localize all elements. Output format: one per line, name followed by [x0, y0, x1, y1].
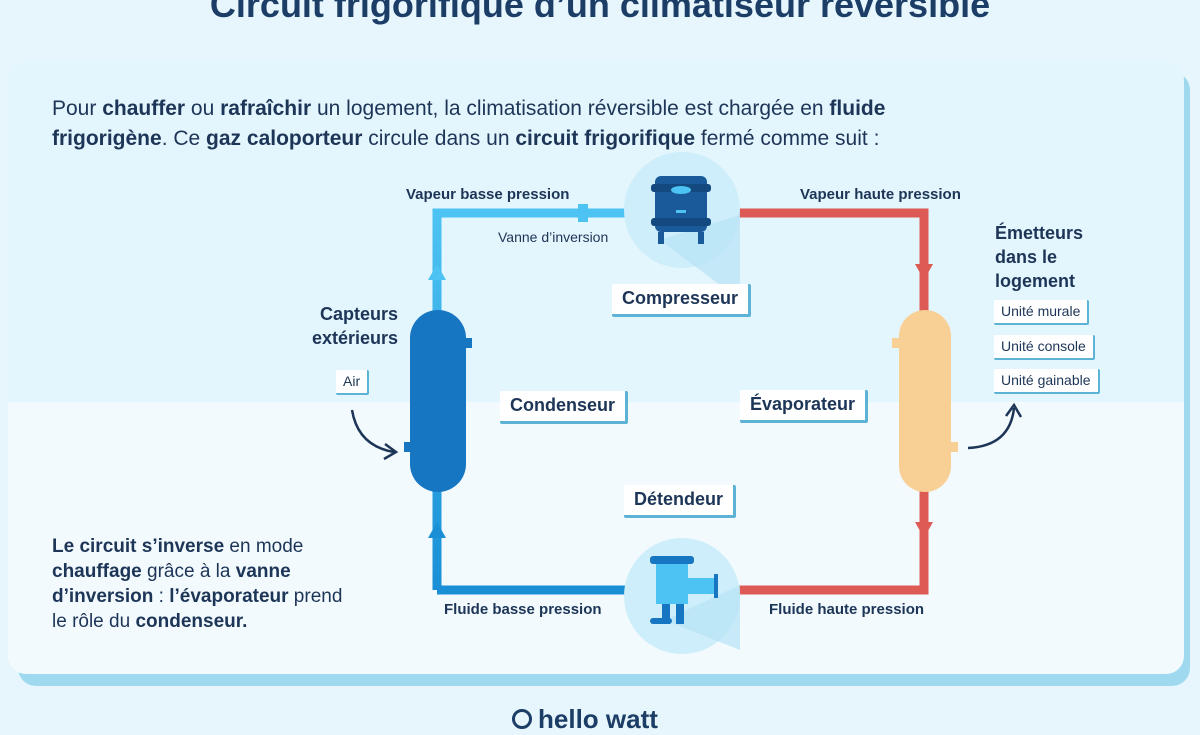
emit-out-arrow-head — [1004, 402, 1023, 418]
chip-air: Air — [336, 370, 370, 395]
chip-unite-gainable: Unité gainable — [994, 369, 1100, 394]
heading-capteurs-exterieurs: Capteurs extérieurs — [311, 304, 398, 348]
intro-text: Pour chauffer ou rafraîchir un logement,… — [52, 97, 886, 150]
brand-logo: hello watt — [512, 704, 658, 734]
expander-icon — [624, 538, 740, 654]
label-vapeur-haute-pression: Vapeur haute pression — [800, 186, 961, 203]
valve-marker — [578, 204, 588, 222]
page-title: Circuit frigorifique d’un climatiseur ré… — [209, 0, 991, 25]
air-in-arrow — [350, 409, 395, 454]
arrow-up-bottom — [428, 522, 446, 538]
chip-unite-murale: Unité murale — [994, 300, 1090, 325]
compressor-icon — [624, 152, 740, 300]
label-fluide-basse-pression: Fluide basse pression — [444, 601, 602, 618]
tag-compresseur: Compresseur — [612, 284, 752, 317]
air-in-arrow-head — [383, 442, 399, 461]
content-card — [8, 62, 1184, 674]
tag-detendeur: Détendeur — [624, 485, 737, 518]
chip-unite-console: Unité console — [994, 335, 1095, 360]
tag-evaporateur: Évaporateur — [740, 390, 869, 423]
arrow-down-top — [915, 264, 933, 280]
reverse-mode-note: Le circuit s’inverse en mode chauffage g… — [52, 536, 343, 632]
label-vapeur-basse-pression: Vapeur basse pression — [406, 186, 570, 203]
refrigeration-circuit-diagram — [350, 152, 1023, 654]
arrow-down-bottom — [915, 522, 933, 538]
logo-text: hello watt — [538, 703, 658, 734]
logo-mark-icon — [512, 709, 532, 729]
label-fluide-haute-pression: Fluide haute pression — [769, 601, 925, 618]
arrow-up-top — [428, 264, 446, 280]
condenser-tank — [404, 310, 472, 492]
evaporator-tank — [892, 310, 958, 492]
tag-condenseur: Condenseur — [500, 391, 629, 424]
label-vanne-inversion: Vanne d’inversion — [498, 229, 609, 245]
emit-out-arrow — [967, 407, 1016, 450]
heading-emetteurs: Émetteurs dans le logement — [995, 223, 1084, 291]
